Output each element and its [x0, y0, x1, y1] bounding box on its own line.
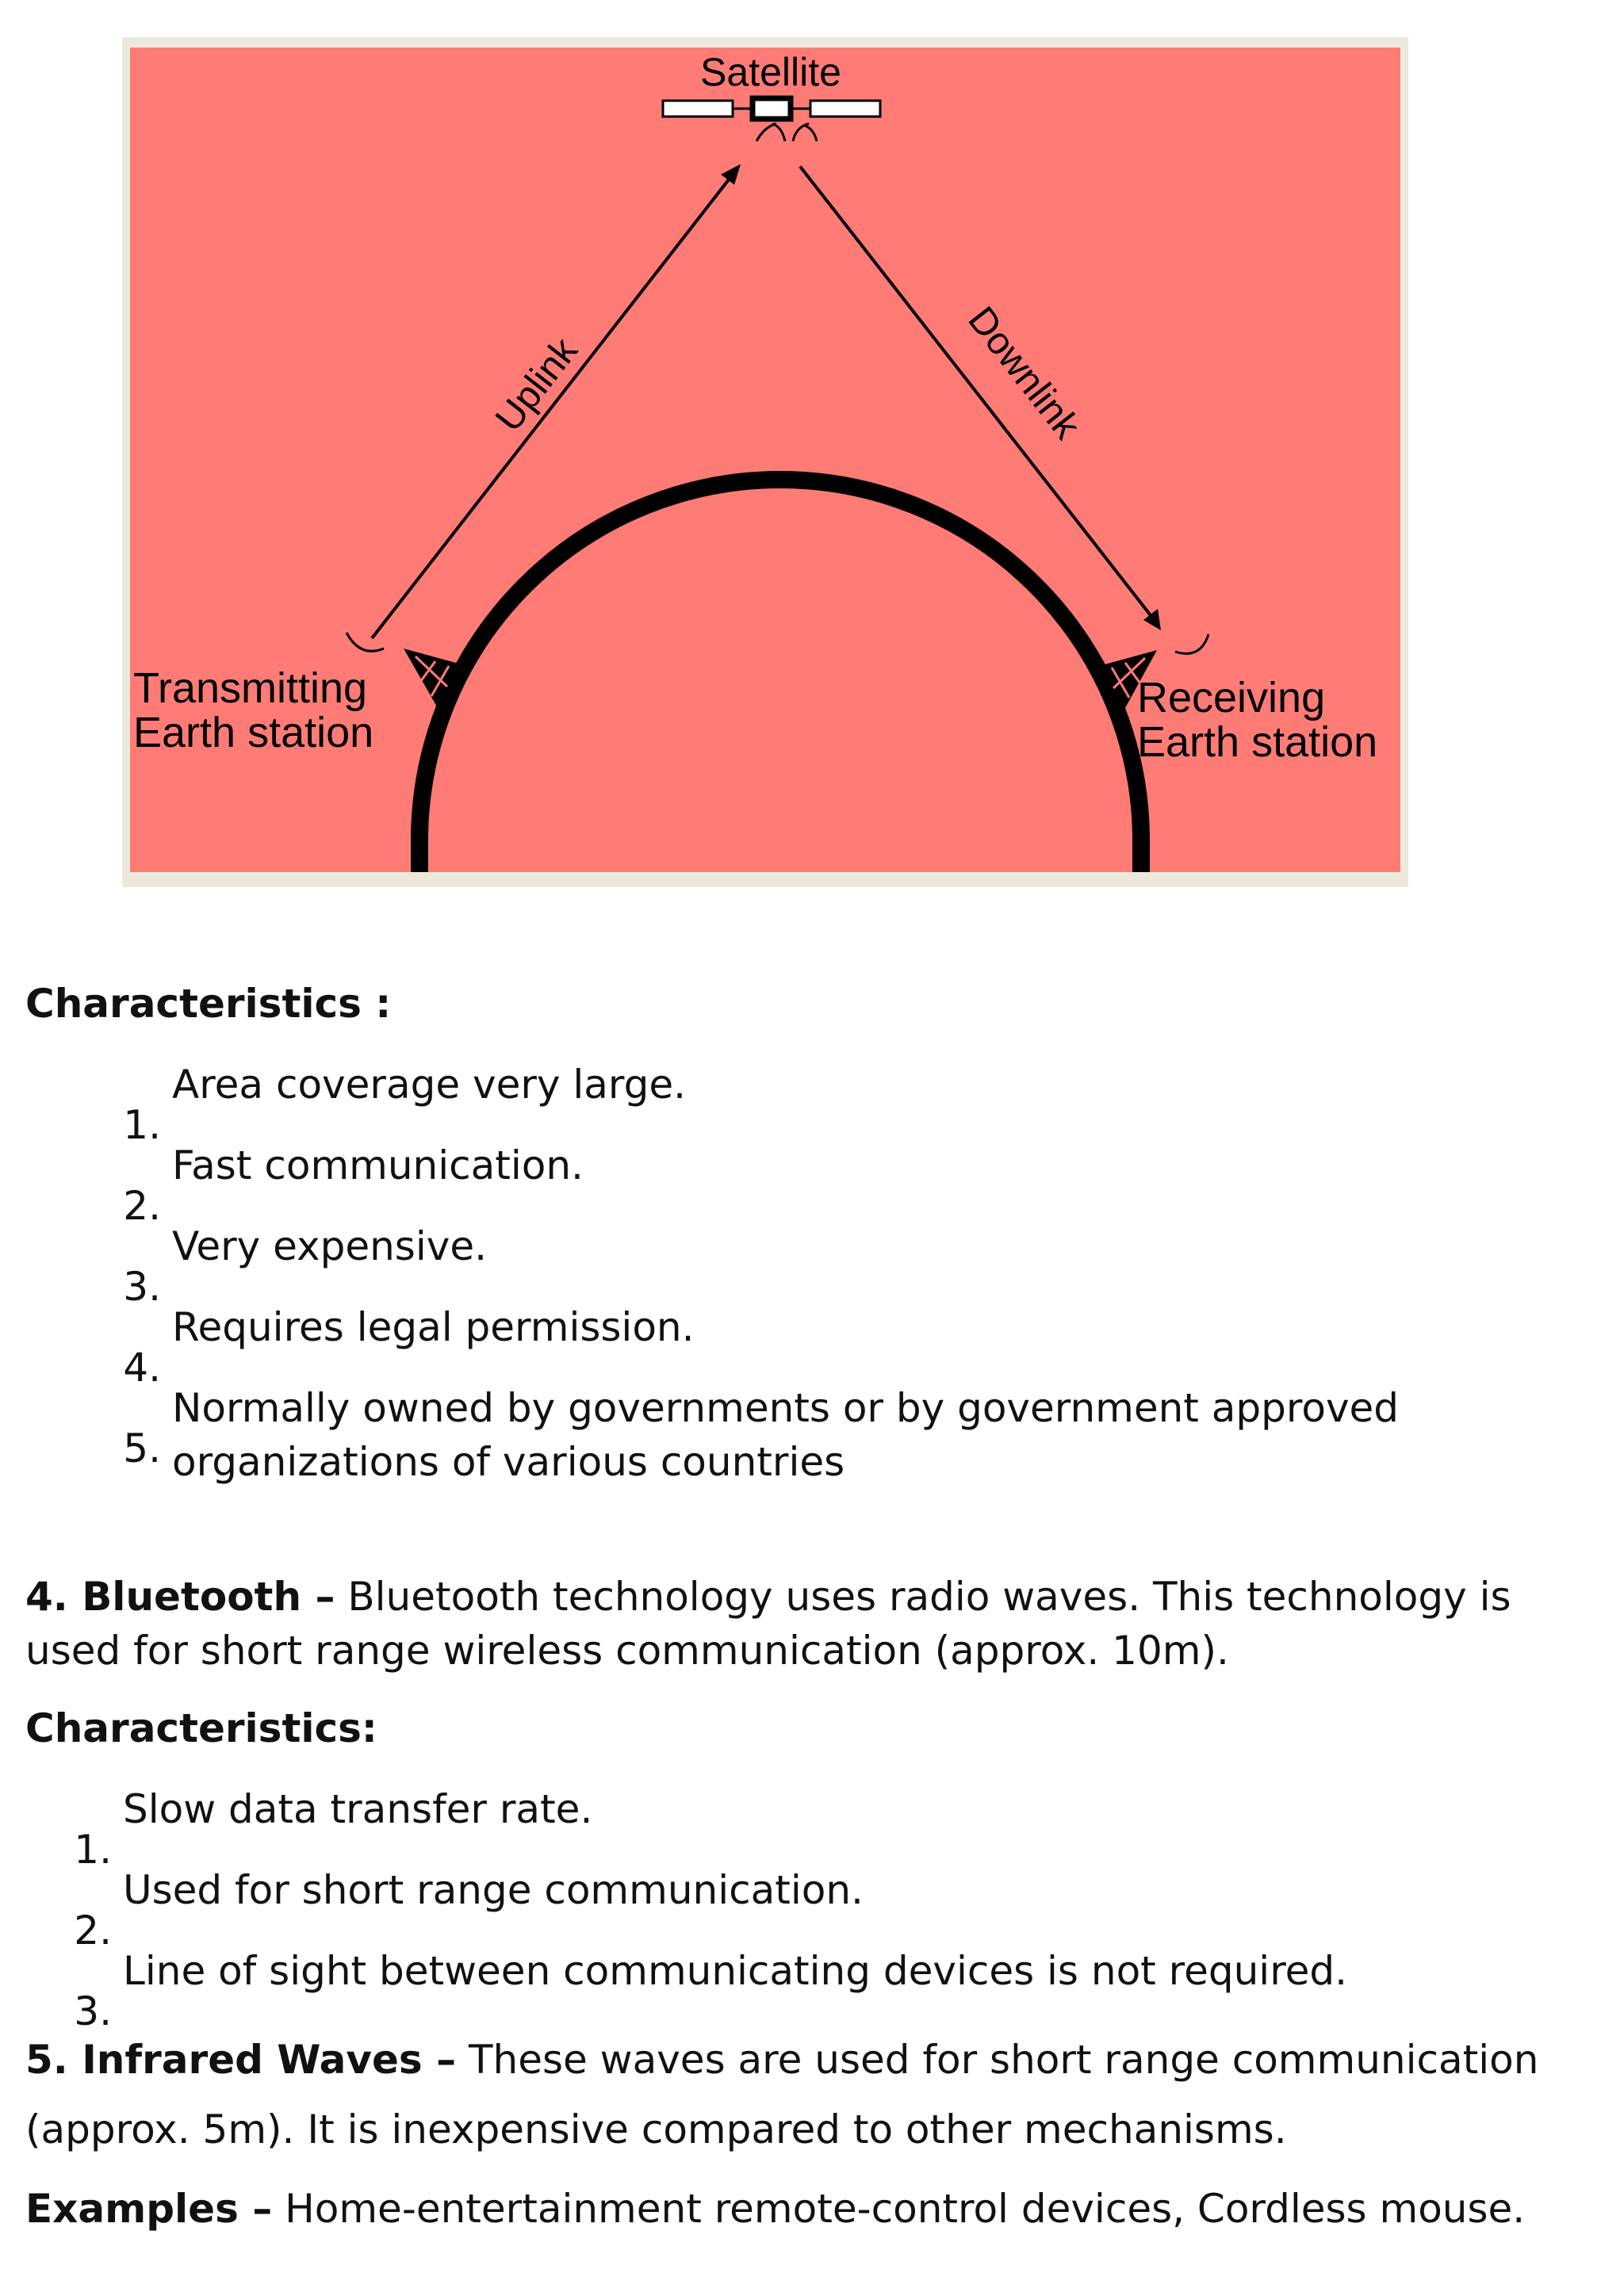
earth-arc	[411, 471, 1150, 872]
satellite-icon	[661, 95, 882, 142]
infrared-title: 5. Infrared Waves –	[25, 2037, 457, 2083]
receiving-label-line1: Receiving	[1137, 674, 1325, 721]
satellite-label: Satellite	[700, 50, 841, 94]
list-item: 4.Requires legal permission.	[123, 1304, 695, 1391]
bluetooth-title: 4. Bluetooth –	[25, 1574, 335, 1620]
list-item: 3.Line of sight between communicating de…	[74, 1948, 1348, 2034]
uplink-arrow	[370, 164, 741, 640]
downlink-arrow	[799, 165, 1161, 630]
list-item: 1.Area coverage very large.	[123, 1062, 686, 1148]
diagram-background	[130, 48, 1400, 872]
infrared-paragraph: 5. Infrared Waves – These waves are used…	[25, 2037, 1539, 2152]
list-item: 1.Slow data transfer rate.	[74, 1786, 593, 1873]
transmitting-label-line1: Transmitting	[133, 664, 367, 712]
receiving-label-line2: Earth station	[1137, 718, 1377, 766]
transmitting-label-line2: Earth station	[133, 709, 373, 756]
examples-title: Examples –	[25, 2186, 273, 2232]
satellite-characteristics-heading: Characteristics :	[25, 981, 392, 1027]
receiving-antenna-icon	[1099, 633, 1210, 715]
list-item: 5.Normally owned by governments or by go…	[123, 1385, 1400, 1485]
examples-paragraph: Examples – Home-entertainment remote-con…	[25, 2186, 1526, 2232]
bluetooth-paragraph: 4. Bluetooth – Bluetooth technology uses…	[25, 1574, 1511, 1674]
satellite-diagram-frame: Satellite Uplink Downlink	[122, 37, 1408, 887]
list-item: 2.Fast communication.	[123, 1142, 584, 1229]
transmitting-antenna-icon	[345, 632, 462, 714]
list-item: 3.Very expensive.	[123, 1223, 487, 1310]
list-item: 2.Used for short range communication.	[74, 1867, 864, 1954]
satellite-communication-diagram: Satellite Uplink Downlink	[130, 48, 1400, 872]
bluetooth-characteristics-heading: Characteristics:	[25, 1705, 377, 1751]
